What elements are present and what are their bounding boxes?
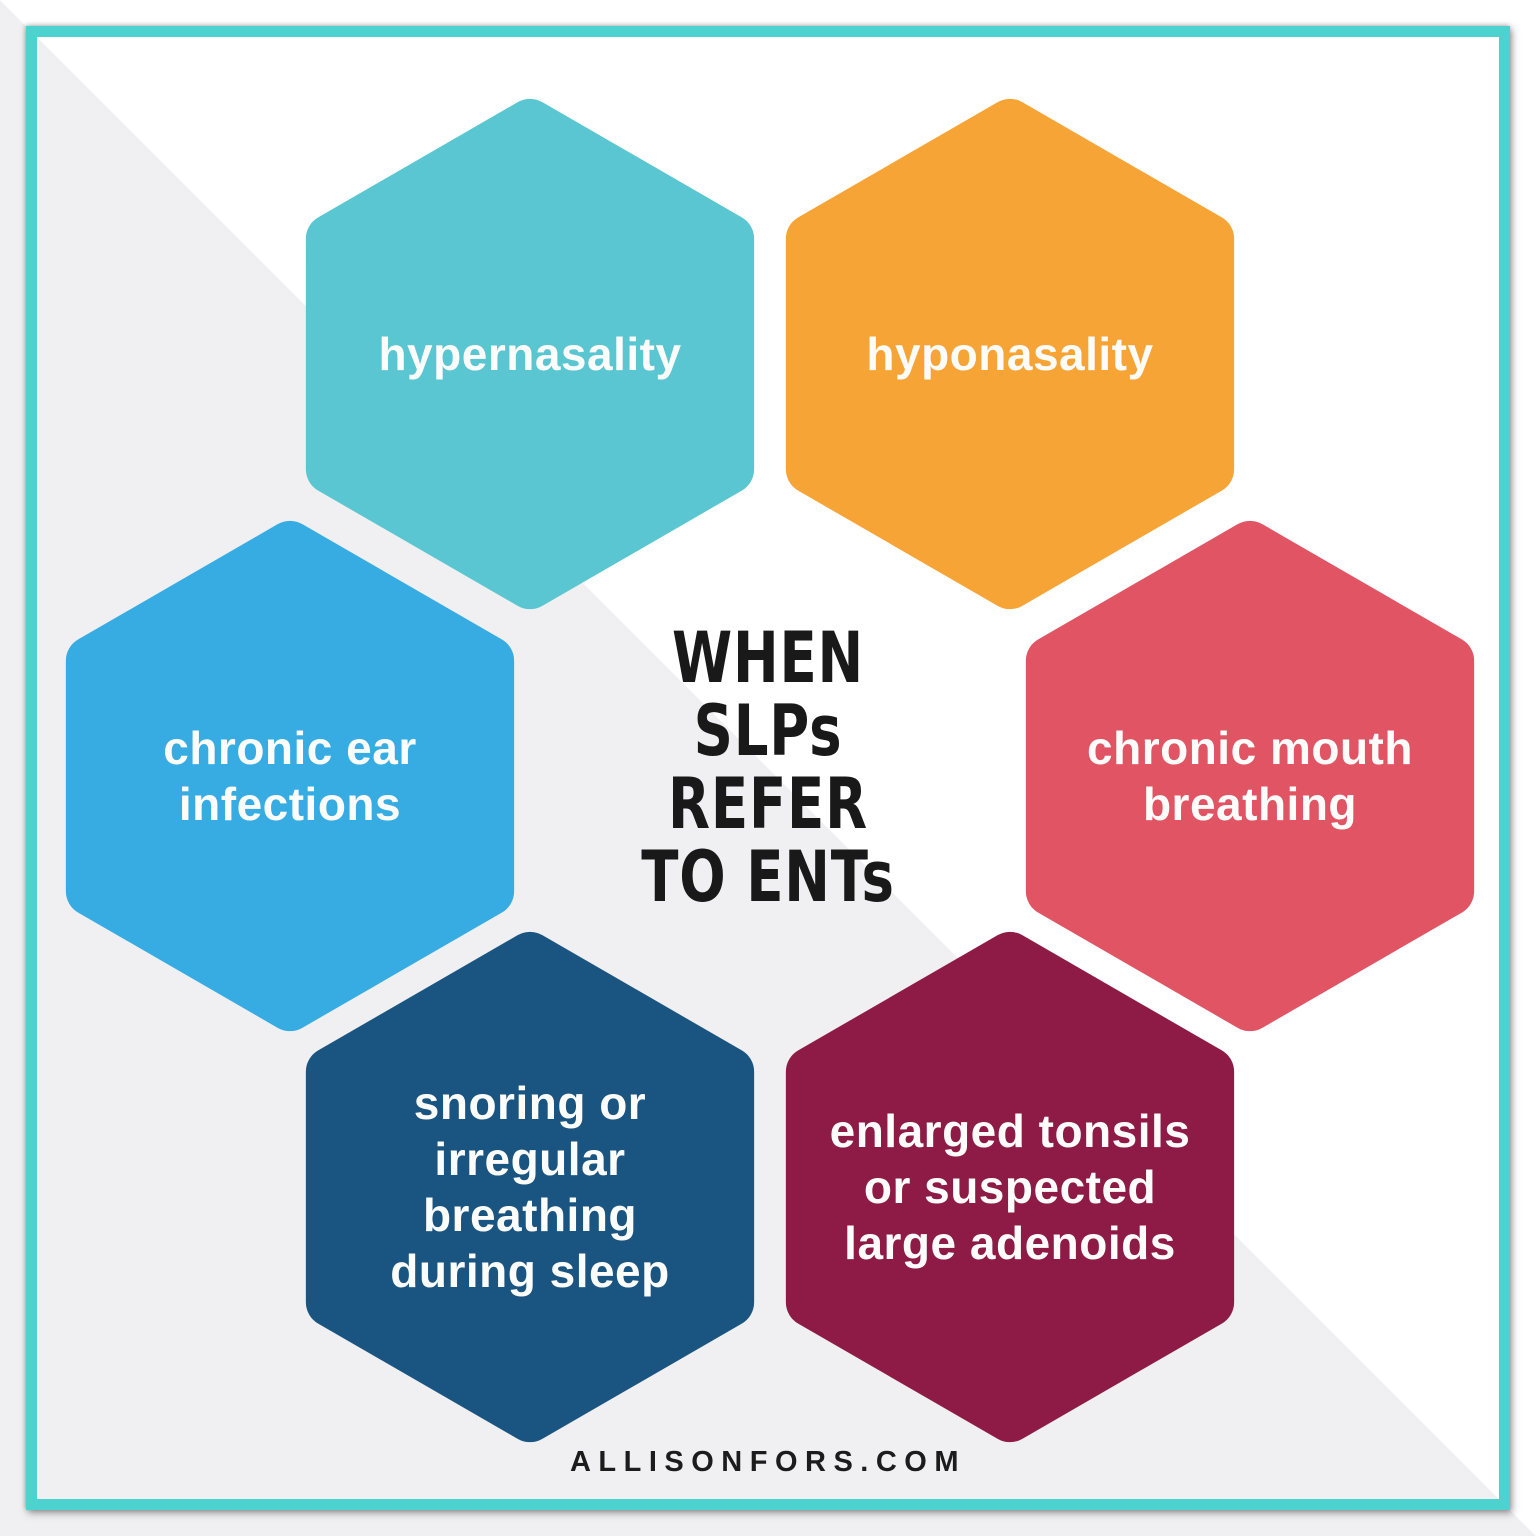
hexagon-label: snoring or irregular breathing during sl… — [390, 1077, 670, 1297]
page-title: WHEN SLPs REFER TO ENTs — [169, 622, 1367, 914]
hexagon-enlarged-tonsils-adenoids: enlarged tonsils or suspected large aden… — [785, 928, 1235, 1446]
hexagon-label: hyponasality — [866, 328, 1154, 380]
hexagon-label: enlarged tonsils or suspected large aden… — [829, 1105, 1191, 1269]
title-line-2: SLPs — [693, 690, 843, 772]
hexagon-shape — [305, 931, 755, 1443]
hexagon-label: hypernasality — [378, 328, 682, 380]
hexagon-chronic-mouth-breathing: chronic mouth breathing — [1025, 517, 1475, 1035]
title-line-3: REFER — [668, 763, 868, 845]
hexagon-shape — [1025, 520, 1475, 1032]
hexagon-label: chronic mouth breathing — [1087, 722, 1413, 830]
hexagon-shape — [65, 520, 515, 1032]
hexagon-hypernasality: hypernasality — [305, 95, 755, 613]
hexagon-snoring-irregular-breathing: snoring or irregular breathing during sl… — [305, 928, 755, 1446]
hexagon-shape — [785, 931, 1235, 1443]
hexagon-hyponasality: hyponasality — [785, 95, 1235, 613]
hexagon-shape — [305, 98, 755, 610]
hexagon-label: chronic ear infections — [163, 722, 417, 830]
title-line-4: TO ENTs — [641, 836, 895, 918]
hexagon-shape — [785, 98, 1235, 610]
hexagon-chronic-ear-infections: chronic ear infections — [65, 517, 515, 1035]
website-footer: ALLISONFORS.COM — [569, 1446, 967, 1478]
title-line-1: WHEN — [671, 617, 865, 699]
